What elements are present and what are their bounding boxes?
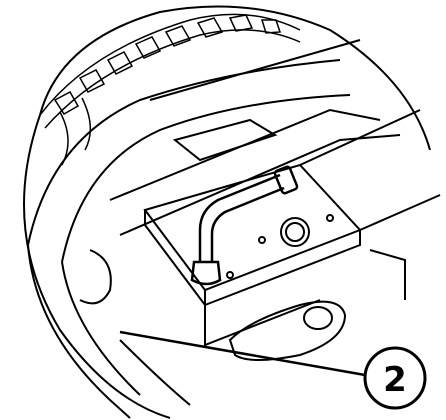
callout-number: 2 [383, 360, 407, 400]
mounting-plate [109, 108, 441, 308]
curved-fender [27, 39, 361, 419]
tire-tread [39, 13, 301, 166]
detail-circle [23, 5, 431, 419]
callout-2: 2 [363, 346, 427, 410]
callout-leader-line [119, 330, 366, 377]
grease-fitting [190, 165, 299, 286]
callout-circle [363, 346, 427, 410]
lower-housing [79, 249, 406, 406]
